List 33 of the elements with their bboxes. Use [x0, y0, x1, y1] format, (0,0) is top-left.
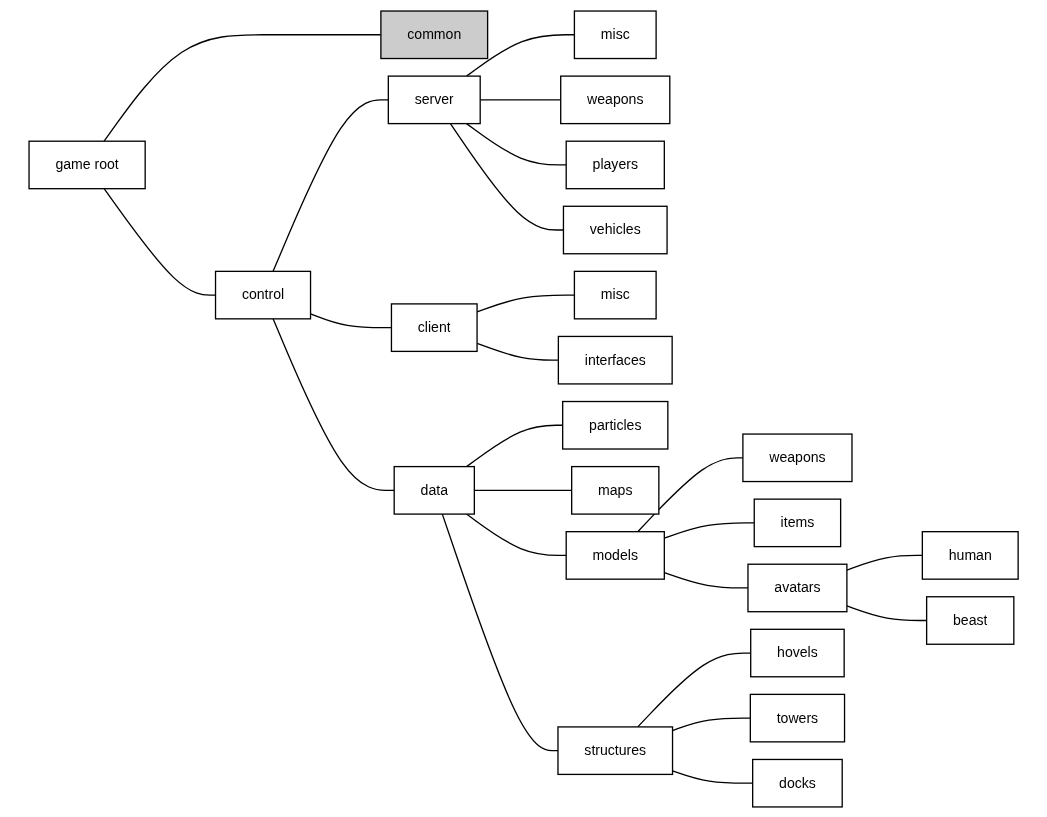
node-box: data	[393, 465, 475, 515]
node-box: weapons	[559, 74, 671, 124]
connector	[476, 293, 575, 313]
connector	[272, 317, 395, 491]
node-box: items	[753, 497, 842, 547]
node-box: docks	[751, 758, 843, 808]
node-box: hovels	[749, 628, 845, 677]
node-box: beast	[925, 595, 1015, 645]
node-box: towers	[749, 693, 846, 743]
node-box: control	[214, 270, 312, 319]
node-box: players	[565, 140, 665, 189]
node-box: models	[565, 530, 665, 580]
node-box: misc	[573, 270, 657, 319]
node-box: game root	[28, 140, 146, 189]
node-box: particles	[561, 400, 669, 450]
node-box: vehicles	[562, 205, 668, 254]
node-box: human	[921, 530, 1019, 580]
node-box: client	[390, 302, 478, 352]
node-box: misc	[573, 9, 657, 59]
connector	[465, 33, 575, 77]
connector	[272, 98, 389, 272]
connector	[846, 554, 923, 571]
node-box: maps	[570, 465, 660, 515]
connector	[465, 512, 567, 556]
node-box: common	[380, 9, 489, 59]
node-box: avatars	[747, 563, 848, 612]
node-box: server	[387, 74, 481, 124]
connector	[476, 342, 559, 361]
node-box: structures	[557, 725, 674, 775]
connector	[449, 122, 564, 231]
connector	[465, 122, 567, 166]
node-box: weapons	[742, 432, 853, 482]
node-box: interfaces	[557, 335, 673, 385]
